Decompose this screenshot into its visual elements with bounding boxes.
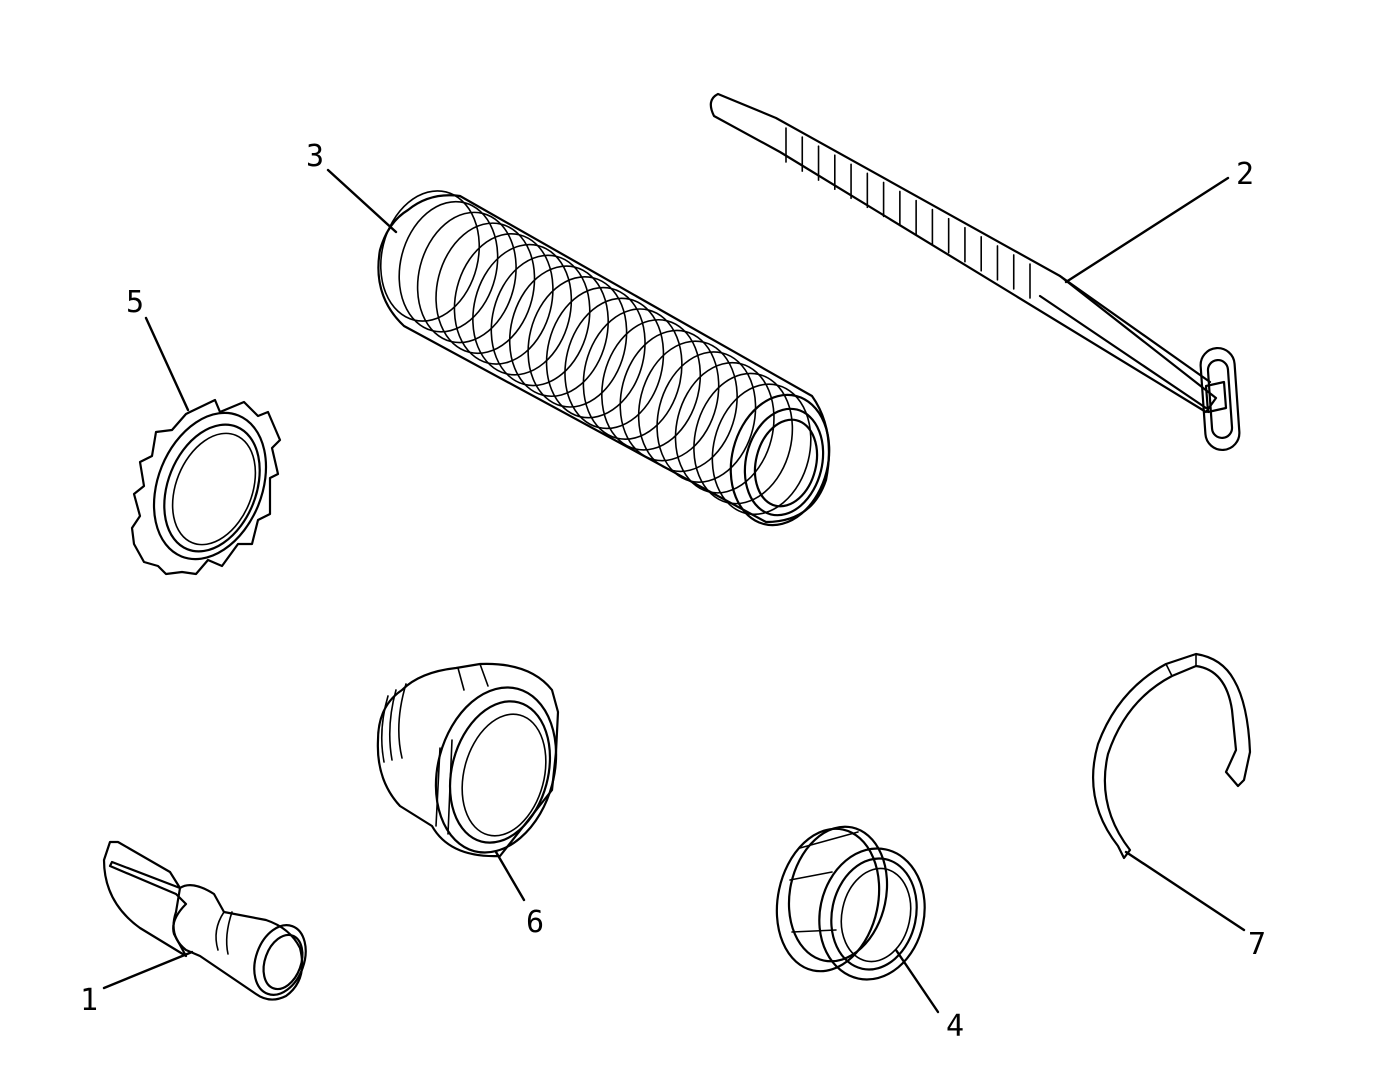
tube-outline bbox=[377, 194, 831, 524]
part-1-terminal bbox=[102, 840, 307, 1001]
tube-bore bbox=[753, 418, 819, 508]
part-6-adapter bbox=[376, 662, 560, 858]
callout-7: 7 bbox=[1248, 927, 1266, 962]
leader-lines bbox=[102, 168, 1246, 1014]
leader-3 bbox=[326, 168, 398, 234]
callout-1: 1 bbox=[80, 983, 98, 1018]
leader-1 bbox=[102, 950, 194, 990]
callout-4: 4 bbox=[946, 1009, 964, 1044]
callouts: 1 2 3 4 5 6 7 bbox=[80, 139, 1266, 1044]
tube-rib bbox=[729, 393, 831, 527]
part-4-grommet bbox=[775, 825, 926, 981]
part-7-clip bbox=[1092, 652, 1252, 860]
callout-5: 5 bbox=[126, 285, 144, 320]
leader-4 bbox=[894, 948, 940, 1014]
part-5-locknut bbox=[130, 398, 282, 576]
callout-2: 2 bbox=[1236, 157, 1254, 192]
leader-7 bbox=[1124, 850, 1246, 932]
tube-bore bbox=[743, 407, 825, 517]
part-2-cable-tie bbox=[709, 92, 1241, 452]
leader-6 bbox=[494, 850, 526, 902]
leader-5 bbox=[144, 316, 190, 412]
leader-2 bbox=[1064, 176, 1230, 284]
callout-3: 3 bbox=[306, 139, 324, 174]
callout-6: 6 bbox=[526, 905, 544, 940]
part-3-convoluted-tubing bbox=[377, 190, 831, 527]
